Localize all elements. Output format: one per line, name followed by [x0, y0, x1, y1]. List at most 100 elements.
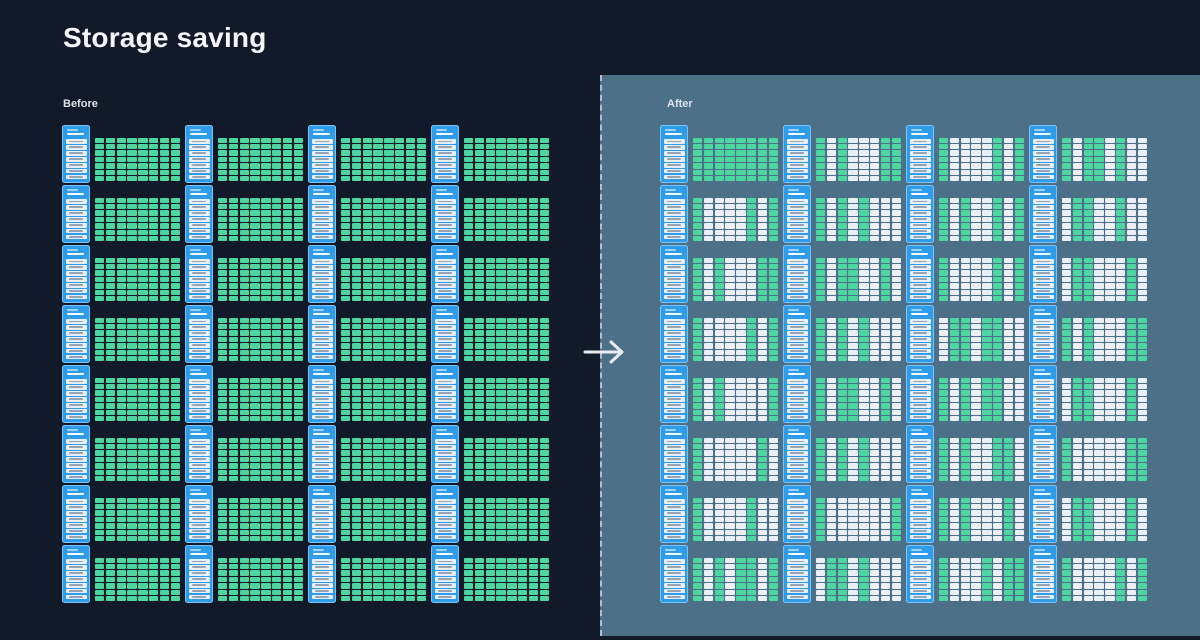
stored-chunk-cell	[859, 223, 868, 228]
stored-chunk-cell	[1073, 523, 1082, 528]
run-label-row	[66, 463, 87, 468]
saved-chunk-cell	[971, 498, 980, 503]
saved-chunk-cell	[1138, 150, 1147, 155]
stored-chunk-cell	[352, 350, 361, 355]
stored-chunk-cell	[160, 590, 169, 595]
saved-chunk-cell	[758, 397, 767, 402]
stored-chunk-cell	[529, 583, 538, 588]
stored-chunk-cell	[758, 144, 767, 149]
saved-chunk-cell	[950, 558, 959, 563]
saved-chunk-cell	[827, 324, 836, 329]
stored-chunk-cell	[540, 350, 549, 355]
stored-chunk-cell	[961, 530, 970, 535]
stored-chunk-cell	[272, 210, 281, 215]
run-label-row	[910, 271, 931, 276]
stored-chunk-cell	[160, 236, 169, 241]
saved-chunk-cell	[848, 176, 857, 181]
stored-chunk-cell	[272, 558, 281, 563]
stored-chunk-cell	[294, 390, 303, 395]
saved-chunk-cell	[704, 277, 713, 282]
saved-chunk-cell	[971, 330, 980, 335]
stored-chunk-cell	[352, 498, 361, 503]
saved-chunk-cell	[758, 536, 767, 541]
stored-chunk-cell	[1116, 230, 1125, 235]
saved-chunk-cell	[715, 217, 724, 222]
stored-chunk-cell	[138, 150, 147, 155]
stored-chunk-cell	[816, 397, 825, 402]
stored-chunk-cell	[261, 416, 270, 421]
saved-chunk-cell	[870, 403, 879, 408]
stored-chunk-cell	[838, 564, 847, 569]
chunk-metadata-card	[185, 125, 213, 183]
saved-chunk-cell	[881, 523, 890, 528]
stored-chunk-cell	[395, 204, 404, 209]
chunk-metadata-title	[435, 488, 456, 497]
stored-chunk-cell	[406, 223, 415, 228]
run-label-row	[312, 211, 333, 216]
saved-chunk-cell	[1084, 558, 1093, 563]
stored-chunk-cell	[1084, 236, 1093, 241]
stored-chunk-cell	[417, 350, 426, 355]
saved-chunk-cell	[1015, 444, 1024, 449]
stored-chunk-cell	[406, 264, 415, 269]
stored-chunk-cell	[1015, 176, 1024, 181]
chunk-cell-grid	[95, 558, 180, 602]
stored-chunk-cell	[939, 270, 948, 275]
stored-chunk-cell	[384, 517, 393, 522]
stored-chunk-cell	[95, 384, 104, 389]
run-label-row	[312, 583, 333, 588]
stored-chunk-cell	[373, 410, 382, 415]
saved-chunk-cell	[736, 210, 745, 215]
stored-chunk-cell	[529, 157, 538, 162]
saved-chunk-cell	[1138, 290, 1147, 295]
stored-chunk-cell	[138, 170, 147, 175]
saved-chunk-cell	[758, 558, 767, 563]
stored-chunk-cell	[838, 450, 847, 455]
saved-chunk-cell	[1094, 343, 1103, 348]
run-label-row	[787, 589, 808, 594]
stored-chunk-cell	[117, 283, 126, 288]
saved-chunk-cell	[747, 290, 756, 295]
stored-chunk-cell	[486, 378, 495, 383]
saved-chunk-cell	[736, 476, 745, 481]
run-label-row	[664, 217, 685, 222]
saved-chunk-cell	[1004, 210, 1013, 215]
stored-chunk-cell	[417, 296, 426, 301]
stored-chunk-cell	[693, 558, 702, 563]
saved-chunk-cell	[715, 438, 724, 443]
stored-chunk-cell	[138, 397, 147, 402]
run-label-row	[435, 577, 456, 582]
saved-chunk-cell	[1004, 277, 1013, 282]
saved-chunk-cell	[881, 438, 890, 443]
saved-chunk-cell	[725, 330, 734, 335]
saved-chunk-cell	[859, 144, 868, 149]
saved-chunk-cell	[950, 270, 959, 275]
stored-chunk-cell	[758, 476, 767, 481]
stored-chunk-cell	[1116, 564, 1125, 569]
stored-chunk-cell	[715, 157, 724, 162]
stored-chunk-cell	[1004, 536, 1013, 541]
stored-chunk-cell	[363, 157, 372, 162]
stored-chunk-cell	[993, 296, 1002, 301]
saved-chunk-cell	[881, 350, 890, 355]
stored-chunk-cell	[250, 564, 259, 569]
stored-chunk-cell	[838, 410, 847, 415]
stored-chunk-cell	[272, 223, 281, 228]
stored-chunk-cell	[294, 498, 303, 503]
saved-chunk-cell	[827, 283, 836, 288]
run-label-row	[910, 379, 931, 384]
storage-block	[62, 545, 180, 603]
stored-chunk-cell	[229, 318, 238, 323]
stored-chunk-cell	[486, 510, 495, 515]
stored-chunk-cell	[106, 198, 115, 203]
stored-chunk-cell	[1073, 416, 1082, 421]
stored-chunk-cell	[406, 163, 415, 168]
stored-chunk-cell	[294, 223, 303, 228]
stored-chunk-cell	[1138, 444, 1147, 449]
stored-chunk-cell	[149, 170, 158, 175]
stored-chunk-cell	[127, 523, 136, 528]
stored-chunk-cell	[395, 350, 404, 355]
stored-chunk-cell	[475, 277, 484, 282]
saved-chunk-cell	[827, 217, 836, 222]
saved-chunk-cell	[950, 290, 959, 295]
